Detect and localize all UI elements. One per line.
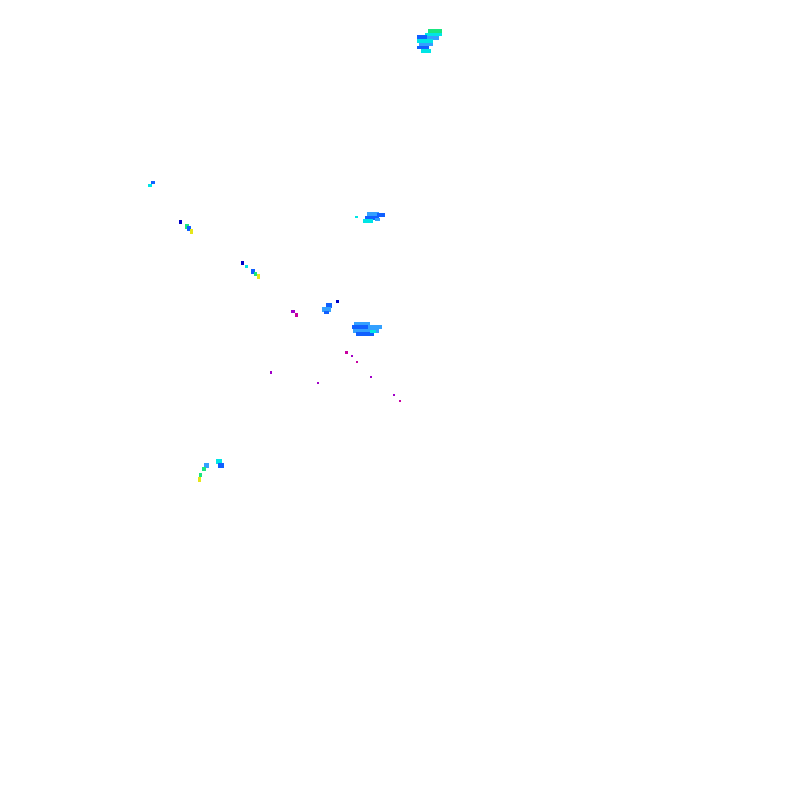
echo-center-c: [350, 320, 385, 338]
echo-streak-1: [177, 218, 197, 236]
echo-small-1: [290, 309, 300, 319]
echo-north: [415, 29, 445, 54]
echo-southwest: [196, 457, 228, 483]
echo-center-b: [320, 299, 342, 317]
echo-streak-2: [239, 260, 264, 282]
echo-northwest: [147, 181, 157, 189]
echo-center-a: [355, 210, 387, 226]
echo-scattered-dots: [265, 348, 410, 406]
